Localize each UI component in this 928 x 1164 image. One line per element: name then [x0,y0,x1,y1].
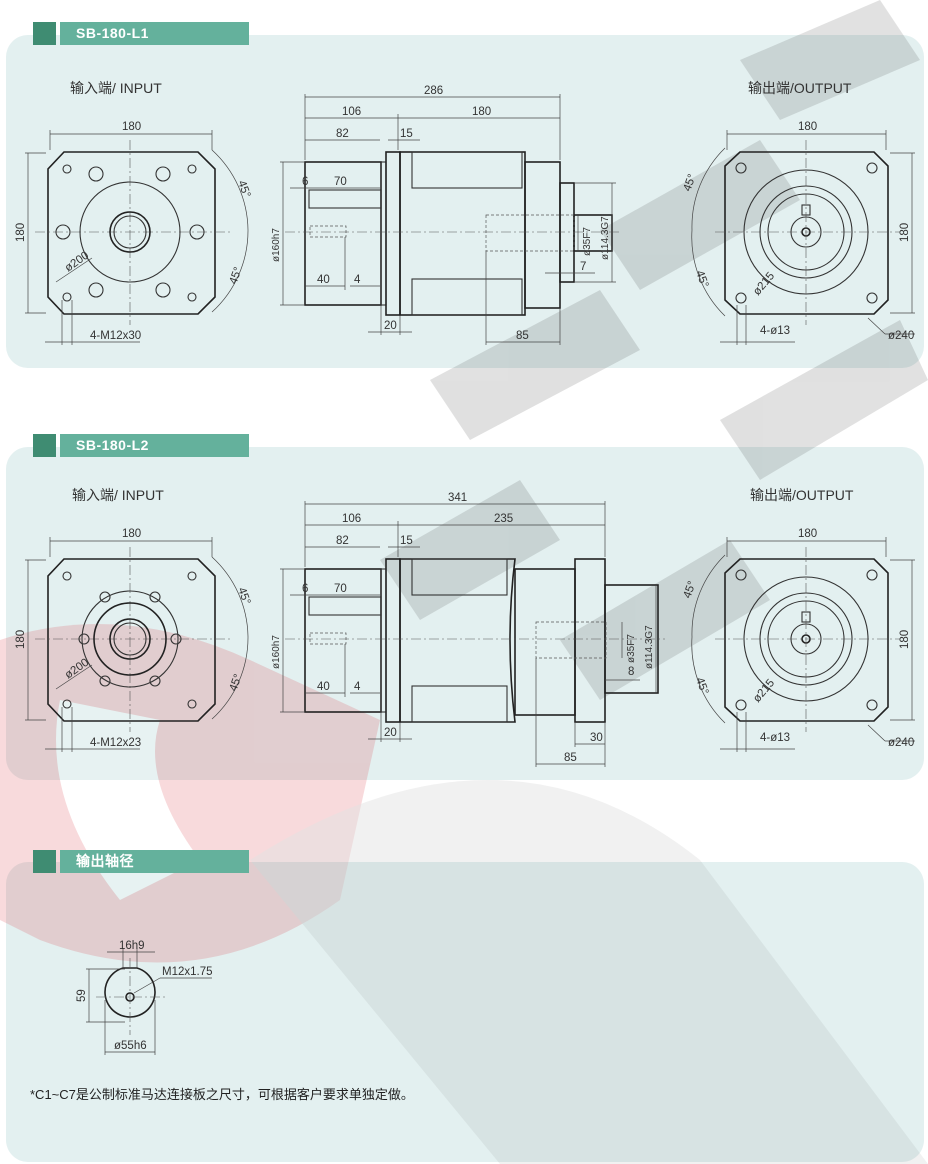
side-body-dim: 180 [472,106,491,118]
side-20-dim: 20 [384,727,397,739]
side-106-dim: 106 [342,106,361,118]
side-6-dim: 6 [302,583,308,595]
input-holes-dim: 4-M12x23 [90,737,141,749]
shaft-key-dim: 16h9 [119,940,145,952]
side-82-dim: 82 [336,535,349,547]
output-holes-dim: 4-ø13 [760,732,790,744]
shaft-thread-dim: M12x1.75 [162,966,213,978]
section-title-l1: SB-180-L1 [60,22,249,45]
shaft-dia-dim: ø55h6 [114,1040,147,1052]
side-15-dim: 15 [400,535,413,547]
input-width-dim: 180 [122,121,141,133]
side-40-dim: 40 [317,681,330,693]
section-marker [33,22,56,45]
output-title: 输出端/OUTPUT [748,80,852,96]
input-pcd-dim: ø200 [63,250,91,275]
output-width-dim: 180 [798,528,817,540]
side-total-dim: 341 [448,492,467,504]
side-15-dim: 15 [400,128,413,140]
input-width-dim: 180 [122,528,141,540]
side-40-dim: 40 [317,274,330,286]
input-angle-2: 45° [228,673,245,693]
output-height-dim: 180 [899,223,911,242]
input-angle-2: 45° [228,266,245,286]
side-30-dim: 30 [590,732,603,744]
section-title-l2: SB-180-L2 [60,434,249,457]
output-angle-1: 45° [682,580,699,600]
output-outer-dim: ø240 [888,737,914,749]
drawing-l1: 输入端/ INPUT 180 180 45° 45° ø200 4-M12x30 [15,80,915,345]
side-160-dim: ø160h7 [271,635,282,669]
output-flange-view: 输出端/OUTPUT 180 180 45° 45° ø215 4-ø13 ø2… [682,80,915,345]
section-shaft-panel [6,862,924,1162]
side-70-dim: 70 [334,176,347,188]
side-106-dim: 106 [342,513,361,525]
input-title: 输入端/ INPUT [72,487,164,503]
side-35-dim: ø35F7 [626,634,637,663]
output-holes-dim: 4-ø13 [760,325,790,337]
input-title: 输入端/ INPUT [70,80,162,96]
shaft-height-dim: 59 [76,989,88,1002]
input-height-dim: 180 [15,223,27,242]
side-view: 286 106 180 82 15 6 70 ø160h7 40 4 20 85… [271,85,620,345]
side-160-dim: ø160h7 [271,228,282,262]
side-total-dim: 286 [424,85,443,97]
output-angle-2: 45° [693,676,710,696]
input-angle-1: 45° [235,586,252,606]
side-35-dim: ø35F7 [582,227,593,256]
output-title: 输出端/OUTPUT [750,487,854,503]
side-4-dim: 4 [354,681,361,693]
section-marker [33,434,56,457]
section-title-shaft: 输出轴径 [60,850,249,873]
footnote: *C1~C7是公制标准马达连接板之尺寸，可根据客户要求单独定做。 [30,1087,414,1102]
side-4-dim: 4 [354,274,361,286]
section-l2-panel [6,447,924,780]
output-outer-dim: ø240 [888,330,914,342]
side-20-dim: 20 [384,320,397,332]
input-angle-1: 45° [235,179,252,199]
side-70-dim: 70 [334,583,347,595]
side-view: 341 106 235 82 15 6 70 ø160h7 40 4 20 85… [271,492,665,767]
side-85-dim: 85 [516,330,529,342]
side-85-dim: 85 [564,752,577,764]
side-8-dim: 8 [628,666,634,678]
input-height-dim: 180 [15,630,27,649]
side-114-dim: ø114.3G7 [600,216,611,260]
output-shaft-view: 16h9 59 M12x1.75 ø55h6 [76,940,213,1055]
output-angle-1: 45° [682,173,699,193]
side-114-dim: ø114.3G7 [644,625,655,669]
side-body-dim: 235 [494,513,513,525]
output-width-dim: 180 [798,121,817,133]
input-flange-view: 输入端/ INPUT 180 180 45° 45° ø200 4-M12x30 [15,80,252,345]
output-height-dim: 180 [899,630,911,649]
output-angle-2: 45° [693,269,710,289]
side-6-dim: 6 [302,176,308,188]
drawing-l2: 输入端/ INPUT 180 180 45° 45° ø200 4-M12x23 [15,487,915,767]
input-flange-view: 输入端/ INPUT 180 180 45° 45° ø200 4-M12x23 [15,487,252,752]
input-holes-dim: 4-M12x30 [90,330,141,342]
side-82-dim: 82 [336,128,349,140]
section-marker [33,850,56,873]
side-7-dim: 7 [580,261,586,273]
